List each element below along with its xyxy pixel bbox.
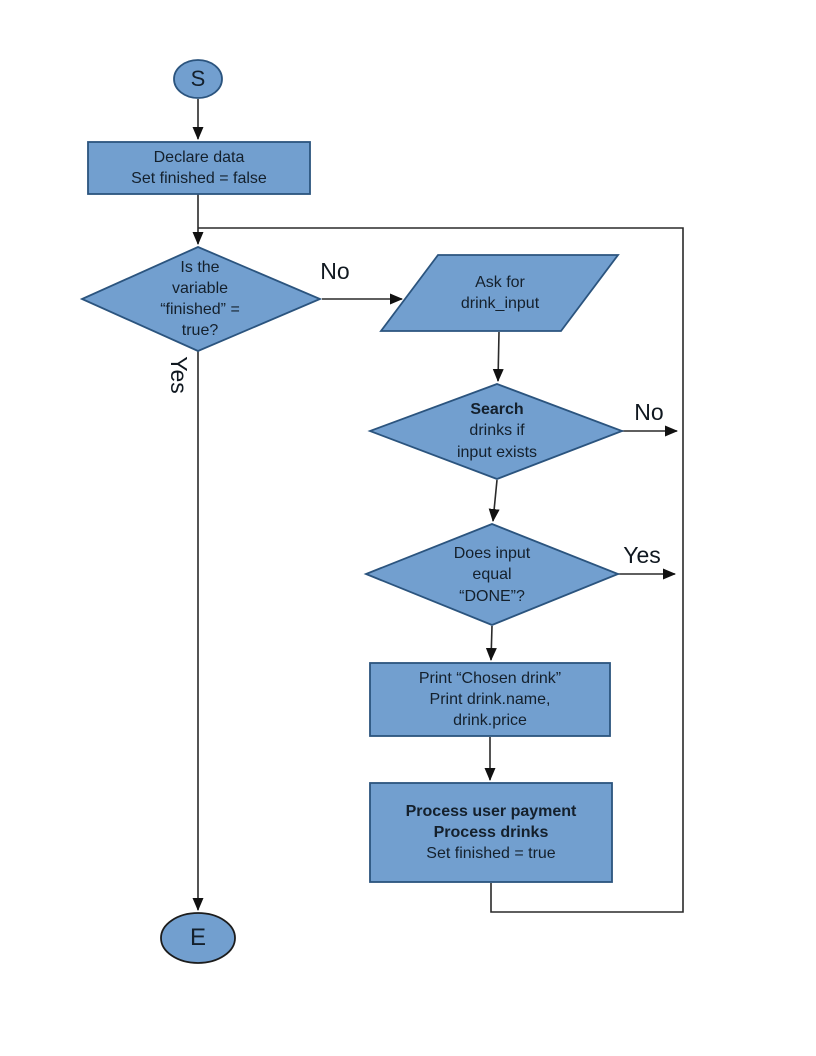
print-process-shape xyxy=(369,662,611,737)
edge-search-to-done-check xyxy=(488,479,500,522)
payment-process-shape xyxy=(369,782,613,883)
declare-process-shape xyxy=(87,141,311,195)
edge-ask-input-to-search xyxy=(492,331,504,382)
ask-input-io-shape xyxy=(379,254,620,332)
start-terminator-shape xyxy=(173,59,223,99)
edge-loop-back xyxy=(198,227,684,913)
finished-decision-shape xyxy=(79,246,323,352)
edge-done-check-to-print xyxy=(485,625,497,661)
search-decision-shape xyxy=(367,383,625,480)
end-terminator-shape xyxy=(160,912,236,964)
done-decision-shape xyxy=(363,523,621,626)
